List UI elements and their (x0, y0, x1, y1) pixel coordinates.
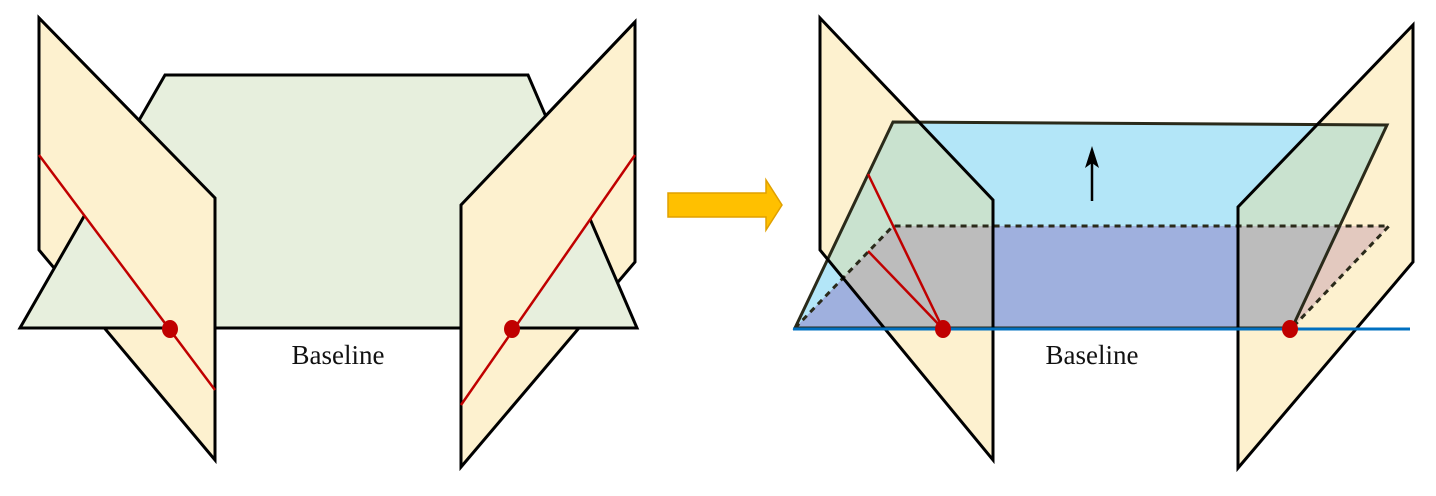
right-arrow-icon (667, 177, 783, 233)
right-panel (792, 14, 1415, 473)
right-camera-plane-front (461, 22, 635, 405)
left-baseline-label: Baseline (291, 340, 385, 370)
left-panel (17, 14, 640, 472)
right-baseline-label: Baseline (1045, 340, 1139, 370)
left-epipole-dot (162, 320, 178, 338)
left-epipolar-line (37, 154, 217, 391)
left-camera-plane-front (39, 18, 215, 390)
right-epipolar-line (459, 154, 637, 406)
right-epipole-dot (504, 320, 520, 338)
ray-upper (866, 173, 945, 330)
up-arrow-icon (1085, 146, 1099, 201)
right-camera-center-dot (1282, 320, 1298, 338)
left-camera-center-dot (935, 320, 951, 338)
ray-lower (867, 250, 944, 330)
